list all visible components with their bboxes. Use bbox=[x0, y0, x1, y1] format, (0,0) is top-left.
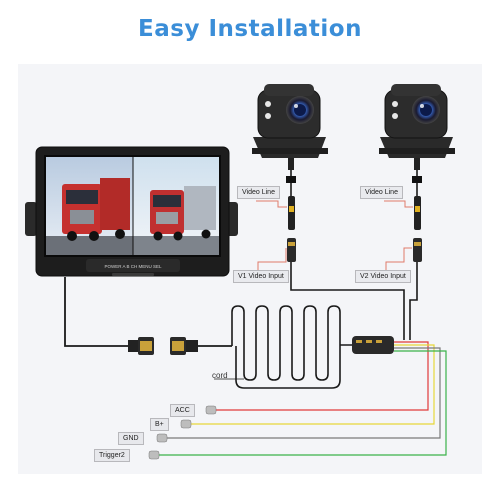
cord-label: cord bbox=[212, 371, 228, 380]
video-line-connector-2 bbox=[412, 176, 422, 262]
label-leaders bbox=[256, 200, 413, 278]
trigger2-wire-label: Trigger2 bbox=[94, 449, 130, 462]
wire-terminals bbox=[148, 405, 217, 460]
junction-box bbox=[352, 336, 394, 354]
monitor-buttons-text: POWER A B CH MENU SEL bbox=[104, 264, 162, 269]
monitor: POWER A B CH MENU SEL bbox=[25, 146, 238, 277]
acc-wire-label: ACC bbox=[170, 404, 195, 417]
v1-video-input-label: V1 Video Input bbox=[233, 270, 289, 283]
video-line-connector-1 bbox=[286, 176, 296, 262]
v2-video-input-label: V2 Video Input bbox=[355, 270, 411, 283]
monitor-cable bbox=[64, 277, 232, 347]
video-line-label-1: Video Line bbox=[237, 186, 280, 199]
bplus-wire-label: B+ bbox=[150, 418, 169, 431]
truck-image-1 bbox=[62, 178, 130, 241]
video-line-label-2: Video Line bbox=[360, 186, 403, 199]
rear-camera-1 bbox=[252, 84, 328, 170]
gnd-wire-label: GND bbox=[118, 432, 144, 445]
truck-image-2 bbox=[150, 186, 216, 241]
aviation-connector bbox=[128, 337, 198, 355]
page-title: Easy Installation bbox=[138, 16, 362, 42]
rear-camera-2 bbox=[379, 84, 455, 170]
extension-cord bbox=[231, 305, 352, 389]
power-wires bbox=[158, 341, 447, 456]
